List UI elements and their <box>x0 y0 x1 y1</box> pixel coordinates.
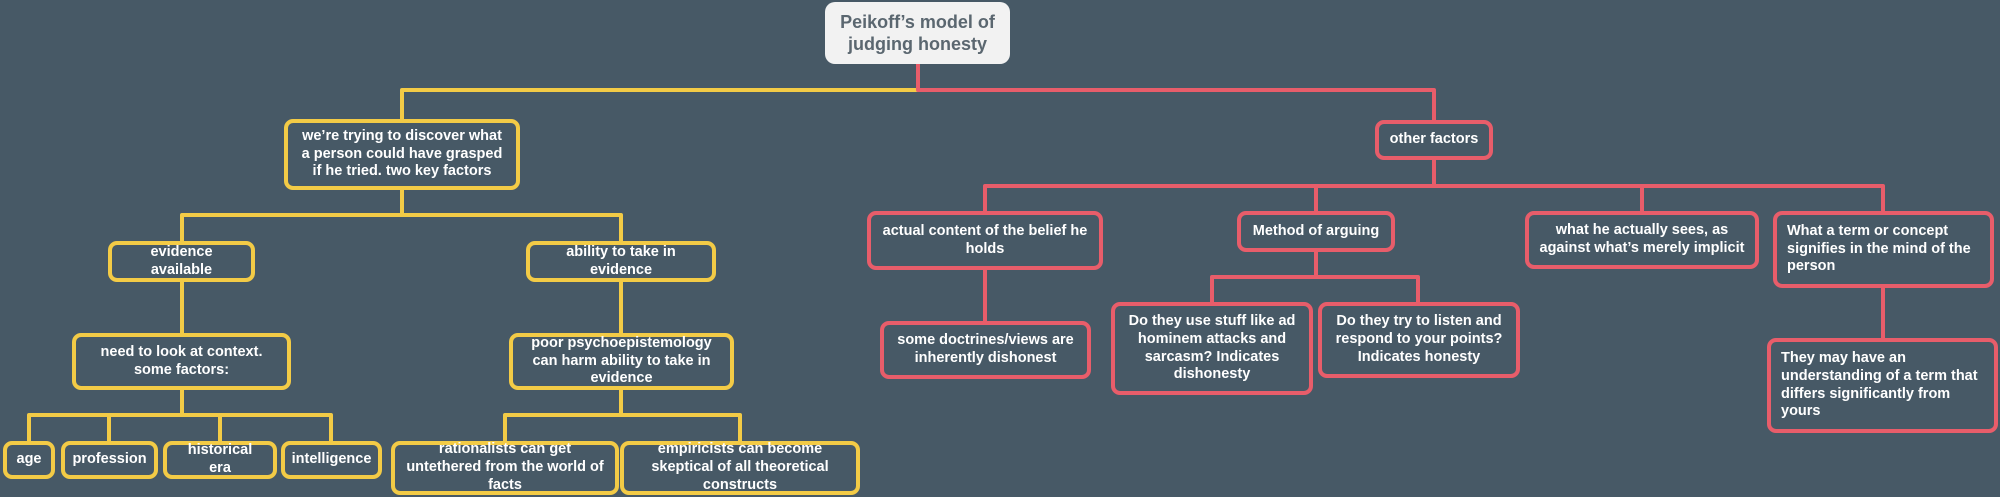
factor-profession-node[interactable]: profession <box>61 441 158 479</box>
other-factors-node[interactable]: other factors <box>1375 120 1493 160</box>
connector-right-split <box>983 156 1885 214</box>
doctrines-label: some doctrines/views are inherently dish… <box>897 332 1074 366</box>
ad-hominem-node[interactable]: Do they use stuff like ad hominem attack… <box>1111 302 1313 395</box>
factor-intelligence-node[interactable]: intelligence <box>281 441 382 479</box>
factor-age-label: age <box>16 451 42 468</box>
rationalists-node[interactable]: rationalists can get untethered from the… <box>391 441 619 495</box>
belief-content-label: actual content of the belief he holds <box>882 222 1088 257</box>
factor-profession-label: profession <box>72 451 147 468</box>
empiricists-node[interactable]: empiricists can become skeptical of all … <box>620 441 860 495</box>
listen-respond-label: Do they try to listen and respond to you… <box>1335 313 1503 365</box>
evidence-available-label: evidence available <box>150 243 213 278</box>
connector-left-split <box>180 186 623 244</box>
ability-label: ability to take in evidence <box>566 243 676 278</box>
listen-respond-node[interactable]: Do they try to listen and respond to you… <box>1318 302 1520 378</box>
left-main-label: we’re trying to discover what a person c… <box>301 127 503 180</box>
psychoepistemology-label: poor psychoepistemology can harm ability… <box>531 334 712 387</box>
connector-method-children <box>1210 249 1420 305</box>
factor-historical-era-node[interactable]: historical era <box>163 441 277 479</box>
term-signifies-node[interactable]: What a term or concept signifies in the … <box>1773 211 1994 288</box>
connector-psycho-children <box>503 387 742 444</box>
context-node[interactable]: need to look at context. some factors: <box>72 333 291 390</box>
ad-hominem-label: Do they use stuff like ad hominem attack… <box>1128 313 1296 383</box>
connector-context-factors <box>27 387 333 444</box>
actually-sees-node[interactable]: what he actually sees, as against what’s… <box>1525 211 1759 269</box>
connector-root-right <box>916 61 1436 124</box>
factor-historical-era-label: historical era <box>187 442 253 476</box>
method-of-arguing-label: Method of arguing <box>1252 222 1380 239</box>
psychoepistemology-node[interactable]: poor psychoepistemology can harm ability… <box>509 333 734 390</box>
factor-age-node[interactable]: age <box>3 441 55 479</box>
context-label: need to look at context. some factors: <box>100 343 263 378</box>
connector-root-left <box>400 61 920 123</box>
doctrines-node[interactable]: some doctrines/views are inherently dish… <box>880 321 1091 379</box>
evidence-available-node[interactable]: evidence available <box>108 241 255 282</box>
left-main-node[interactable]: we’re trying to discover what a person c… <box>284 119 520 190</box>
root-label: Peikoff’s model of judging honesty <box>840 11 995 55</box>
rationalists-label: rationalists can get untethered from the… <box>406 441 604 493</box>
term-understanding-label: They may have an understanding of a term… <box>1781 350 1978 420</box>
root-node[interactable]: Peikoff’s model of judging honesty <box>825 2 1010 64</box>
method-of-arguing-node[interactable]: Method of arguing <box>1237 211 1395 252</box>
term-understanding-node[interactable]: They may have an understanding of a term… <box>1767 338 1998 433</box>
other-factors-label: other factors <box>1389 131 1479 148</box>
belief-content-node[interactable]: actual content of the belief he holds <box>867 211 1103 270</box>
factor-intelligence-label: intelligence <box>291 451 372 468</box>
empiricists-label: empiricists can become skeptical of all … <box>651 441 829 493</box>
ability-node[interactable]: ability to take in evidence <box>526 241 716 282</box>
actually-sees-label: what he actually sees, as against what’s… <box>1539 222 1745 256</box>
term-signifies-label: What a term or concept signifies in the … <box>1787 222 1971 275</box>
